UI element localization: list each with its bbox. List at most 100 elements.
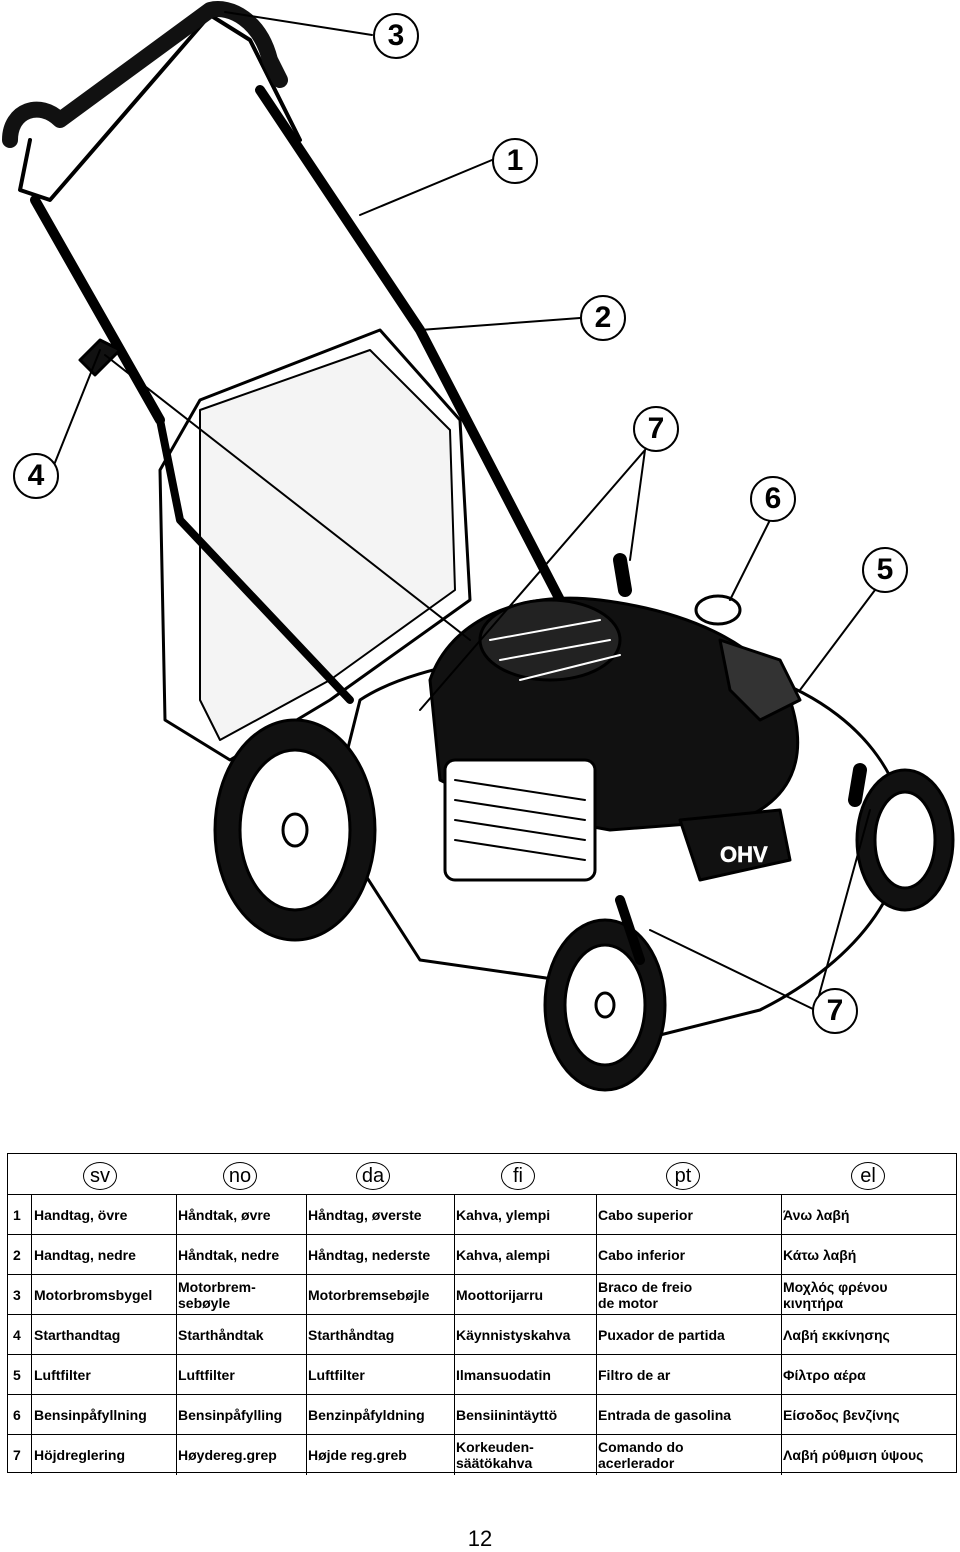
column-divider [596,1235,597,1275]
legend-cell: Λαβή ρύθμιση ύψους [783,1446,924,1463]
legend-cell: Moottorijarru [456,1286,544,1303]
legend-cell: Höjdreglering [34,1446,126,1463]
legend-cell: Motorbrem- sebøyle [178,1278,256,1311]
legend-cell: Starthandtag [34,1326,121,1343]
callout-1: 1 [492,138,538,184]
column-divider [596,1355,597,1395]
column-divider [454,1395,455,1435]
legend-cell: Håndtag, øverste [308,1206,422,1223]
legend-cell: Håndtag, nederste [308,1246,431,1263]
column-divider [781,1315,782,1355]
legend-cell: Φίλτρο αέρα [783,1366,866,1383]
legend-cell: Starthåndtag [308,1326,395,1343]
column-divider [454,1235,455,1275]
column-divider [454,1195,455,1235]
column-divider [596,1315,597,1355]
column-divider [176,1355,177,1395]
lawnmower-diagram: OHV 3 1 2 4 7 6 5 7 [2,1,955,1092]
legend-cell: Høydereg.grep [178,1446,277,1463]
column-divider [306,1315,307,1355]
lang-no: no [223,1162,257,1190]
legend-cell: Entrada de gasolina [598,1406,732,1423]
legend-cell: Puxador de partida [598,1326,725,1343]
legend-cell: Käynnistyskahva [456,1326,571,1343]
column-divider [306,1435,307,1475]
column-divider [781,1195,782,1235]
callout-4: 4 [13,453,59,499]
column-divider [781,1355,782,1395]
column-divider [176,1235,177,1275]
column-divider [306,1235,307,1275]
legend-cell: Handtag, nedre [34,1246,136,1263]
legend-cell: Motorbremsebøjle [308,1286,430,1303]
lang-fi: fi [501,1162,535,1190]
callout-2: 2 [580,295,626,341]
row-number: 5 [13,1355,32,1394]
lang-da: da [356,1162,390,1190]
engine-ohv-label: OHV [720,842,768,867]
column-divider [781,1235,782,1275]
column-divider [306,1195,307,1235]
page-number: 12 [467,1526,493,1551]
legend-cell: Άνω λαβή [783,1206,850,1223]
callout-7-top: 7 [633,406,679,452]
callout-6: 6 [750,476,796,522]
row-number: 6 [13,1395,32,1434]
legend-cell: Benzinpåfyldning [308,1406,425,1423]
column-divider [596,1195,597,1235]
row-number: 4 [13,1315,32,1354]
legend-cell: Bensinpåfyllning [34,1406,147,1423]
lang-pt: pt [666,1162,700,1190]
legend-cell: Handtag, övre [34,1206,128,1223]
callout-7-bottom: 7 [812,988,858,1034]
legend-cell: Motorbromsbygel [34,1286,153,1303]
column-divider [454,1435,455,1475]
legend-cell: Κάτω λαβή [783,1246,857,1263]
legend-cell: Håndtak, øvre [178,1206,271,1223]
row-number: 1 [13,1195,32,1234]
column-divider [176,1195,177,1235]
column-divider [454,1355,455,1395]
legend-cell: Μοχλός φρένου κινητήρα [783,1278,888,1311]
row-number: 2 [13,1235,32,1274]
column-divider [176,1395,177,1435]
callout-3: 3 [373,13,419,59]
lawnmower-illustration: OHV [2,1,955,1092]
legend-cell: Filtro de ar [598,1366,671,1383]
legend-cell: Είσοδος βενζίνης [783,1406,900,1423]
lang-el: el [851,1162,885,1190]
legend-cell: Kahva, ylempi [456,1206,551,1223]
legend-cell: Λαβή εκκίνησης [783,1326,890,1343]
row-number: 7 [13,1435,32,1474]
column-divider [596,1435,597,1475]
column-divider [596,1275,597,1315]
legend-cell: Håndtak, nedre [178,1246,280,1263]
legend-cell: Bensinpåfylling [178,1406,283,1423]
column-divider [781,1435,782,1475]
column-divider [454,1315,455,1355]
legend-cell: Cabo inferior [598,1246,686,1263]
column-divider [781,1395,782,1435]
column-divider [176,1315,177,1355]
column-divider [306,1395,307,1435]
column-divider [781,1275,782,1315]
legend-cell: Korkeuden- säätökahva [456,1438,534,1471]
legend-cell: Luftfilter [178,1366,235,1383]
legend-cell: Ilmansuodatin [456,1366,551,1383]
row-number: 3 [13,1275,32,1314]
lang-sv: sv [83,1162,117,1190]
legend-cell: Starthåndtak [178,1326,264,1343]
legend-cell: Bensiinintäyttö [456,1406,558,1423]
column-divider [176,1435,177,1475]
legend-cell: Comando do acerlerador [598,1438,684,1471]
legend-cell: Braco de freio de motor [598,1278,693,1311]
callout-5: 5 [862,547,908,593]
legend-cell: Højde reg.greb [308,1446,407,1463]
column-divider [306,1275,307,1315]
